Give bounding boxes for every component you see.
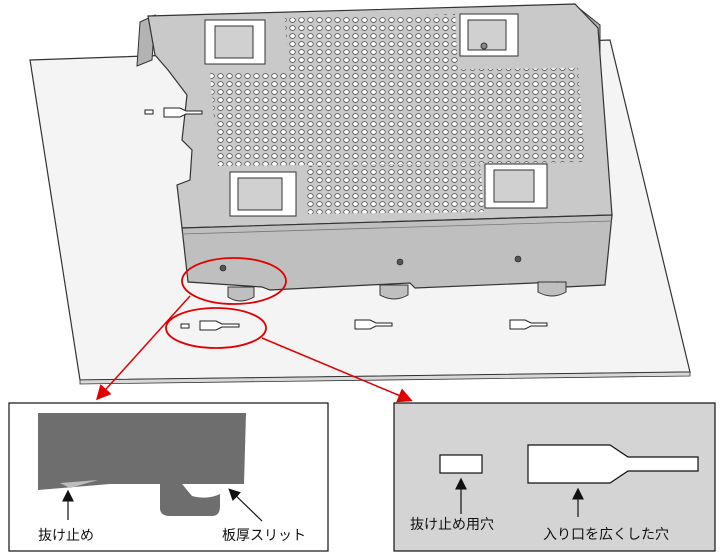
wide-entrance-hole [527,444,699,484]
front-tabs [227,281,567,302]
arrow-slit [228,488,263,522]
label-wide-entrance-hole: 入り口を広くした穴 [543,527,669,543]
slit-tab [160,484,220,516]
plate-slots [144,107,548,331]
tab-plate-section [38,413,246,490]
perforation-upper [285,14,458,72]
corner-cutouts [204,13,548,217]
callout-ellipse-slot [165,307,267,349]
label-stopper-hole: 抜け止め用穴 [410,517,494,533]
arrow-to-left-detail [95,295,191,401]
perforation-middle [210,68,585,166]
perforation-lower [305,164,484,214]
detail-panel-right: 抜け止め用穴 入り口を広くした穴 [393,402,716,552]
label-stopper: 抜け止め [38,528,94,544]
callout-ellipse-tab [181,257,287,305]
detail-panel-left: 抜け止め 板厚スリット [8,402,329,552]
chassis-front-face [181,214,613,291]
front-bend-line [181,220,613,235]
label-thickness-slit: 板厚スリット [222,528,306,544]
stopper-barb [60,480,98,488]
front-screw-holes [219,255,522,272]
stopper-hole [439,454,483,474]
arrow-to-right-detail [261,337,413,403]
base-plate-edge [79,371,691,385]
